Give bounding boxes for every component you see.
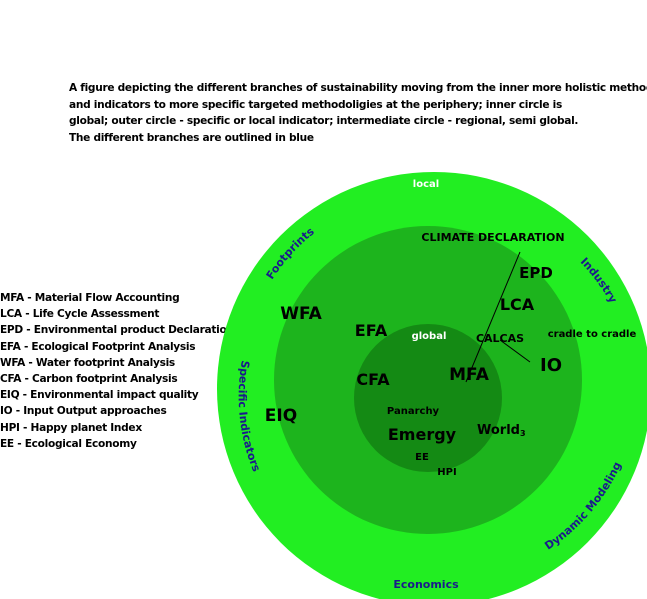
ring-label-global: global [412, 331, 447, 342]
method-epd: EPD [519, 264, 553, 282]
method-world3: World3 [477, 423, 526, 438]
legend-item: MFA - Material Flow Accounting [0, 292, 180, 304]
method-wfa: WFA [280, 304, 322, 324]
method-climate-declaration: CLIMATE DECLARATION [421, 231, 564, 244]
method-lca: LCA [500, 295, 535, 314]
connector-line [465, 251, 521, 383]
abbreviation-legend: MFA - Material Flow Accounting LCA - Lif… [0, 290, 234, 452]
method-io: IO [540, 355, 562, 376]
figure-caption: A figure depicting the different branche… [69, 80, 647, 146]
method-cfa: CFA [356, 370, 390, 389]
legend-item: EPD - Environmental product Declaration [0, 324, 234, 337]
method-panarchy: Panarchy [387, 406, 440, 417]
branch-economics: Economics [393, 578, 459, 591]
ring-label-local: local [413, 179, 439, 190]
method-cradle-to-cradle: cradle to cradle [548, 329, 637, 340]
method-mfa: MFA [449, 365, 490, 385]
legend-item: HPI - Happy planet Index [0, 421, 142, 434]
caption-line: global; outer circle - specific or local… [69, 115, 579, 128]
legend-item: IO - Input Output approaches [0, 405, 167, 418]
legend-item: EIQ - Environmental impact quality [0, 389, 199, 402]
caption-line: The different branches are outlined in b… [69, 131, 314, 144]
legend-item: EFA - Ecological Footprint Analysis [0, 340, 196, 353]
legend-item: CFA - Carbon footprint Analysis [0, 373, 178, 386]
method-efa: EFA [355, 321, 388, 340]
method-emergy: Emergy [388, 425, 457, 444]
legend-item: LCA - Life Cycle Assessment [0, 308, 160, 321]
legend-item: WFA - Water footprint Analysis [0, 356, 175, 369]
caption-line: A figure depicting the different branche… [69, 82, 647, 94]
method-ee: EE [415, 452, 429, 463]
method-hpi: HPI [437, 467, 456, 478]
method-world3-subscript: 3 [520, 429, 526, 438]
legend-item: EE - Ecological Economy [0, 437, 137, 450]
method-world3-label: World [477, 423, 520, 438]
caption-line: and indicators to more specific targeted… [69, 98, 562, 111]
inner-circle-global [354, 324, 502, 472]
method-eiq: EIQ [265, 406, 297, 426]
method-calcas: CALCAS [476, 332, 524, 345]
connector-line [499, 339, 531, 363]
